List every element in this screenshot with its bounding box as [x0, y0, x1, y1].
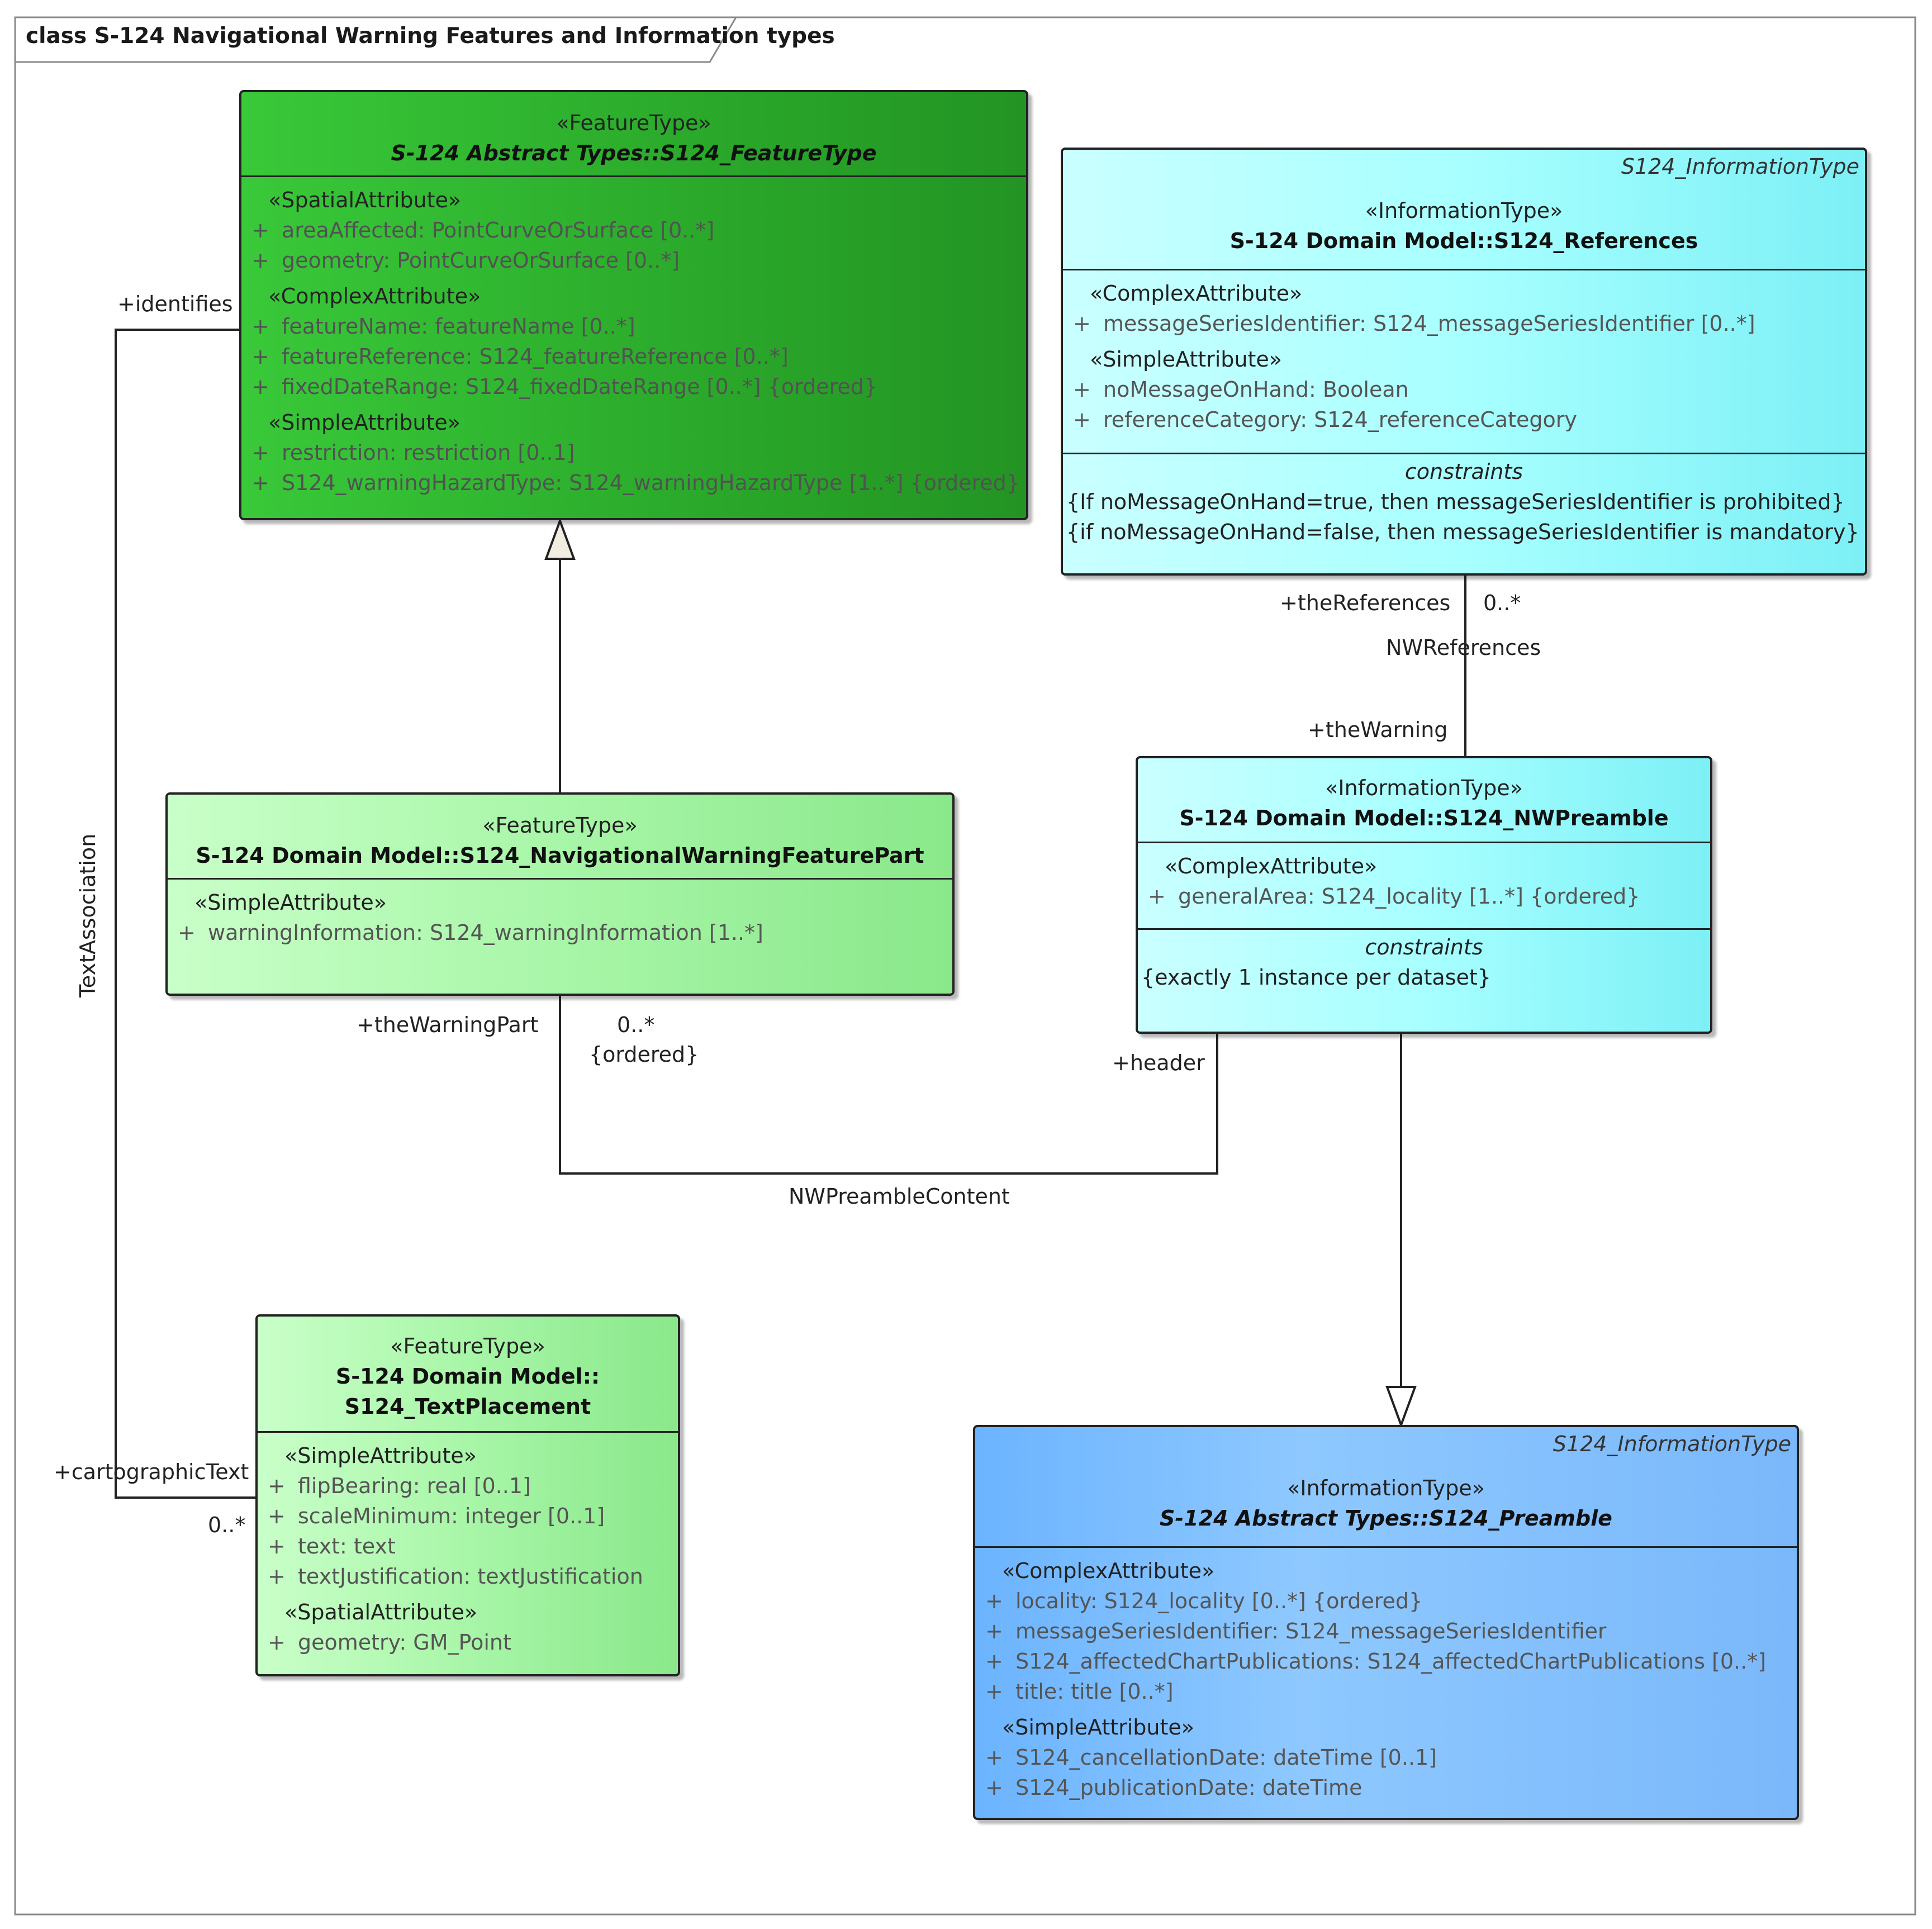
attribute-row: +text: text — [268, 1534, 396, 1559]
class-header: «FeatureType» S-124 Abstract Types::S124… — [241, 92, 1026, 177]
attributes-compartment: «SimpleAttribute» +warningInformation: S… — [168, 880, 952, 953]
label-the-warning-part: +theWarningPart — [357, 1013, 539, 1037]
class-s124-feature-type[interactable]: «FeatureType» S-124 Abstract Types::S124… — [239, 90, 1028, 520]
attribute-row: +referenceCategory: S124_referenceCatego… — [1073, 407, 1577, 432]
class-name-line-2: S124_TextPlacement — [344, 1394, 591, 1419]
attribute-group-label: «ComplexAttribute» — [1090, 281, 1303, 306]
constraints-compartment: constraints {If noMessageOnHand=true, th… — [1063, 453, 1865, 550]
class-header: «InformationType» S-124 Domain Model::S1… — [1138, 758, 1710, 843]
label-text-association: TextAssociation — [75, 833, 100, 997]
class-name: S-124 Abstract Types::S124_FeatureType — [391, 141, 877, 165]
attribute-group-label: «SimpleAttribute» — [1002, 1715, 1195, 1740]
attributes-compartment: «ComplexAttribute» +locality: S124_local… — [975, 1548, 1797, 1808]
attribute-row: +warningInformation: S124_warningInforma… — [178, 920, 763, 945]
constraints-title: constraints — [1365, 935, 1483, 959]
label-the-references: +theReferences — [1280, 591, 1451, 615]
attribute-row: +title: title [0..*] — [985, 1679, 1174, 1704]
attributes-compartment: «ComplexAttribute» +generalArea: S124_lo… — [1138, 843, 1710, 928]
label-cartographic-text: +cartographicText — [54, 1460, 249, 1484]
attribute-row: +scaleMinimum: integer [0..1] — [268, 1504, 605, 1528]
attribute-row: +featureReference: S124_featureReference… — [251, 344, 789, 369]
class-header: S124_InformationType «InformationType» S… — [1063, 150, 1865, 270]
attribute-row: +restriction: restriction [0..1] — [251, 440, 575, 465]
attributes-compartment: «ComplexAttribute» +messageSeriesIdentif… — [1063, 270, 1865, 453]
generalization-arrowhead-feature — [544, 517, 576, 560]
class-header: S124_InformationType «InformationType» S… — [975, 1427, 1797, 1548]
attribute-group-label: «SpatialAttribute» — [284, 1600, 478, 1624]
attribute-group-label: «SimpleAttribute» — [268, 410, 461, 435]
attribute-row: +fixedDateRange: S124_fixedDateRange [0.… — [251, 374, 878, 399]
generalization-arrowhead-preamble — [1385, 1386, 1417, 1428]
attribute-row: +featureName: featureName [0..*] — [251, 314, 635, 339]
frame-title-tab — [15, 17, 737, 63]
class-tagged-value: S124_InformationType — [1553, 1432, 1791, 1456]
class-name: S-124 Abstract Types::S124_Preamble — [1160, 1506, 1612, 1531]
attribute-row: +locality: S124_locality [0..*] {ordered… — [985, 1589, 1423, 1613]
attribute-row: +noMessageOnHand: Boolean — [1073, 377, 1409, 402]
label-identifies: +identifies — [117, 292, 233, 316]
attribute-row: +geometry: PointCurveOrSurface [0..*] — [251, 248, 680, 273]
label-nw-references: NWReferences — [1386, 635, 1541, 660]
label-header: +header — [1112, 1051, 1205, 1075]
label-ordered: {ordered} — [589, 1042, 699, 1067]
attributes-compartment: «SpatialAttribute» +areaAffected: PointC… — [241, 177, 1026, 503]
attribute-row: +generalArea: S124_locality [1..*] {orde… — [1148, 884, 1640, 909]
attribute-row: +flipBearing: real [0..1] — [268, 1474, 531, 1498]
class-s124-nw-feature-part[interactable]: «FeatureType» S-124 Domain Model::S124_N… — [165, 792, 955, 996]
attribute-row: +S124_publicationDate: dateTime — [985, 1775, 1363, 1800]
class-stereotype: «InformationType» — [1287, 1476, 1485, 1500]
attribute-group-label: «SimpleAttribute» — [284, 1443, 477, 1468]
attribute-row: +S124_warningHazardType: S124_warningHaz… — [251, 471, 1020, 495]
attribute-group-label: «ComplexAttribute» — [268, 284, 481, 308]
class-name: S-124 Domain Model::S124_References — [1230, 229, 1698, 253]
constraints-compartment: constraints {exactly 1 instance per data… — [1138, 928, 1710, 996]
label-references-multiplicity: 0..* — [1483, 591, 1521, 615]
class-s124-preamble[interactable]: S124_InformationType «InformationType» S… — [973, 1425, 1799, 1820]
text-association-line[interactable] — [115, 329, 255, 1499]
attributes-compartment: «SimpleAttribute» +flipBearing: real [0.… — [258, 1433, 678, 1663]
class-stereotype: «InformationType» — [1365, 198, 1563, 223]
label-cartographic-multiplicity: 0..* — [208, 1513, 246, 1537]
class-stereotype: «FeatureType» — [482, 813, 638, 838]
class-header: «FeatureType» S-124 Domain Model::S124_N… — [168, 795, 952, 880]
constraint-line: {exactly 1 instance per dataset} — [1141, 965, 1491, 990]
class-stereotype: «FeatureType» — [556, 111, 711, 135]
class-header: «FeatureType» S-124 Domain Model:: S124_… — [258, 1317, 678, 1433]
constraint-line: {If noMessageOnHand=true, then messageSe… — [1066, 490, 1845, 514]
attribute-row: +messageSeriesIdentifier: S124_messageSe… — [985, 1619, 1607, 1643]
class-tagged-value: S124_InformationType — [1621, 154, 1859, 179]
class-name-line-1: S-124 Domain Model:: — [335, 1364, 600, 1389]
class-name: S-124 Domain Model::S124_NWPreamble — [1179, 806, 1669, 830]
attribute-group-label: «ComplexAttribute» — [1002, 1559, 1215, 1583]
attribute-row: +S124_cancellationDate: dateTime [0..1] — [985, 1745, 1437, 1770]
diagram-title: class S-124 Navigational Warning Feature… — [26, 23, 835, 49]
attribute-row: +geometry: GM_Point — [268, 1630, 511, 1655]
attribute-group-label: «ComplexAttribute» — [1165, 854, 1378, 878]
nw-preamble-content-line[interactable] — [559, 996, 1218, 1175]
label-warning-part-multiplicity: 0..* — [617, 1013, 655, 1037]
attribute-row: +areaAffected: PointCurveOrSurface [0..*… — [251, 218, 715, 243]
class-stereotype: «FeatureType» — [390, 1334, 545, 1358]
attribute-group-label: «SimpleAttribute» — [1090, 347, 1283, 372]
diagram-frame — [14, 16, 1916, 1916]
class-name: S-124 Domain Model::S124_NavigationalWar… — [196, 843, 924, 868]
attribute-row: +messageSeriesIdentifier: S124_messageSe… — [1073, 311, 1755, 336]
class-stereotype: «InformationType» — [1325, 776, 1523, 800]
attribute-group-label: «SimpleAttribute» — [194, 890, 387, 915]
class-s124-nw-preamble[interactable]: «InformationType» S-124 Domain Model::S1… — [1136, 756, 1712, 1034]
attribute-row: +textJustification: textJustification — [268, 1564, 643, 1589]
constraint-line: {if noMessageOnHand=false, then messageS… — [1066, 520, 1859, 544]
label-the-warning: +theWarning — [1308, 718, 1448, 742]
constraints-title: constraints — [1404, 459, 1523, 484]
attribute-row: +S124_affectedChartPublications: S124_af… — [985, 1649, 1767, 1674]
attribute-group-label: «SpatialAttribute» — [268, 188, 462, 212]
class-s124-references[interactable]: S124_InformationType «InformationType» S… — [1061, 148, 1867, 576]
label-nw-preamble-content: NWPreambleContent — [789, 1184, 1010, 1209]
class-s124-text-placement[interactable]: «FeatureType» S-124 Domain Model:: S124_… — [255, 1314, 680, 1676]
